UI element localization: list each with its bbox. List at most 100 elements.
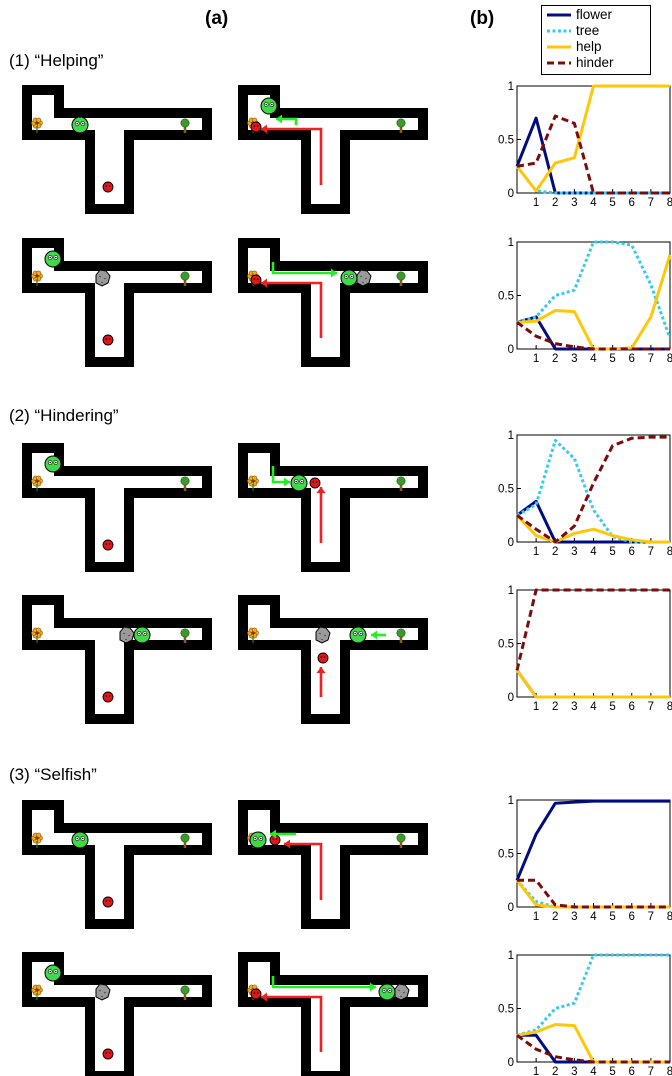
red-agent-icon [102, 691, 114, 703]
y-tick-label: 0.5 [498, 849, 514, 861]
series-line-flower [515, 799, 670, 881]
panel-b-header: (b) [470, 8, 495, 29]
map-corridor [248, 95, 418, 204]
chart-frame [516, 799, 671, 908]
map-right-0 [238, 85, 428, 214]
tree-icon [180, 476, 190, 491]
x-tick-label: 2 [552, 701, 558, 713]
x-tick-label: 1 [533, 1066, 539, 1076]
map-left-2 [22, 443, 212, 572]
green-agent-icon [340, 269, 358, 287]
x-tick-label: 8 [667, 1066, 672, 1076]
tree-icon [180, 271, 190, 286]
series-line-help [516, 254, 672, 351]
tree-icon [180, 118, 190, 133]
series-line-help [515, 84, 670, 193]
x-tick-label: 1 [533, 911, 539, 923]
x-tick-label: 3 [571, 546, 577, 558]
tree-icon [180, 628, 190, 643]
series-line-help [515, 514, 670, 544]
green-agent-icon [290, 474, 308, 492]
x-tick-label: 2 [552, 353, 558, 365]
red-agent-icon [250, 121, 262, 133]
map-right-1 [238, 238, 428, 367]
x-tick-label: 8 [667, 701, 672, 713]
x-tick-label: 4 [590, 911, 597, 923]
y-tick-label: 0.5 [498, 1004, 514, 1016]
section-title-hindering: (2) “Hindering” [9, 406, 119, 425]
tree-icon [396, 118, 406, 133]
flower-icon [31, 117, 43, 133]
x-tick-label: 4 [590, 1066, 597, 1076]
green-agent-icon [378, 983, 396, 1001]
series-line-hinder [517, 878, 670, 909]
green-path-arrow-head [276, 114, 282, 124]
red-path-arrow [261, 995, 323, 1052]
map-left-4 [22, 800, 212, 929]
y-tick-label: 0 [508, 692, 514, 704]
x-tick-label: 4 [590, 546, 597, 558]
x-tick-label: 8 [667, 197, 672, 209]
green-agent-icon [249, 831, 267, 849]
map-left-0 [22, 85, 212, 214]
x-tick-label: 2 [552, 911, 558, 923]
y-tick-label: 0.5 [498, 291, 514, 303]
x-tick-label: 6 [629, 546, 635, 558]
red-agent-icon [250, 988, 262, 1000]
series-line-flower [517, 1033, 670, 1064]
boulder-icon [315, 626, 331, 644]
legend-label-hinder: hinder [576, 55, 614, 70]
x-tick-label: 3 [571, 197, 577, 209]
series-line-tree [516, 953, 670, 1037]
section-title-helping: (1) “Helping” [9, 51, 104, 70]
chart-legend: flower tree help hinder [541, 5, 651, 75]
boulder-icon [394, 983, 410, 1001]
green-path-arrow [276, 117, 298, 125]
tree-icon [180, 985, 190, 1000]
red-agent-icon [102, 181, 114, 193]
x-tick-label: 7 [648, 353, 654, 365]
x-tick-label: 7 [648, 546, 654, 558]
y-tick-label: 1 [508, 585, 514, 597]
flower-icon [31, 627, 43, 643]
red-agent-icon [102, 896, 114, 908]
tree-icon [396, 271, 406, 286]
green-path-arrow-head [370, 982, 376, 992]
y-tick-label: 0 [508, 344, 514, 356]
x-tick-label: 2 [552, 197, 558, 209]
map-right-5 [238, 952, 428, 1076]
x-tick-label: 6 [629, 197, 635, 209]
series-line-hinder [516, 114, 670, 195]
red-path-arrow-head [261, 278, 267, 288]
x-tick-label: 4 [590, 197, 597, 209]
map-right-4 [238, 800, 428, 929]
green-path-arrow-head [331, 268, 337, 278]
boulder-icon [356, 269, 372, 287]
y-tick-label: 1 [508, 237, 514, 249]
x-tick-label: 6 [629, 911, 635, 923]
chart-frame [516, 85, 671, 194]
red-path-arrow-head [261, 992, 267, 1002]
green-agent-icon [349, 626, 367, 644]
x-tick-label: 1 [533, 197, 539, 209]
map-corridor [248, 453, 418, 562]
series-line-help [515, 669, 670, 699]
x-tick-label: 6 [629, 353, 635, 365]
x-tick-label: 5 [609, 911, 615, 923]
red-path-arrow-head [284, 839, 290, 849]
red-agent-icon [309, 477, 321, 489]
series-line-help [516, 1023, 670, 1064]
tree-icon [396, 628, 406, 643]
green-path-arrow-head [371, 630, 377, 640]
chart-frame [516, 589, 671, 698]
green-agent-icon [71, 831, 89, 849]
x-tick-label: 3 [571, 911, 577, 923]
series-line-tree [515, 669, 670, 699]
y-tick-label: 1 [508, 795, 514, 807]
y-tick-label: 1 [508, 81, 514, 93]
series-line-hinder [516, 1034, 670, 1064]
